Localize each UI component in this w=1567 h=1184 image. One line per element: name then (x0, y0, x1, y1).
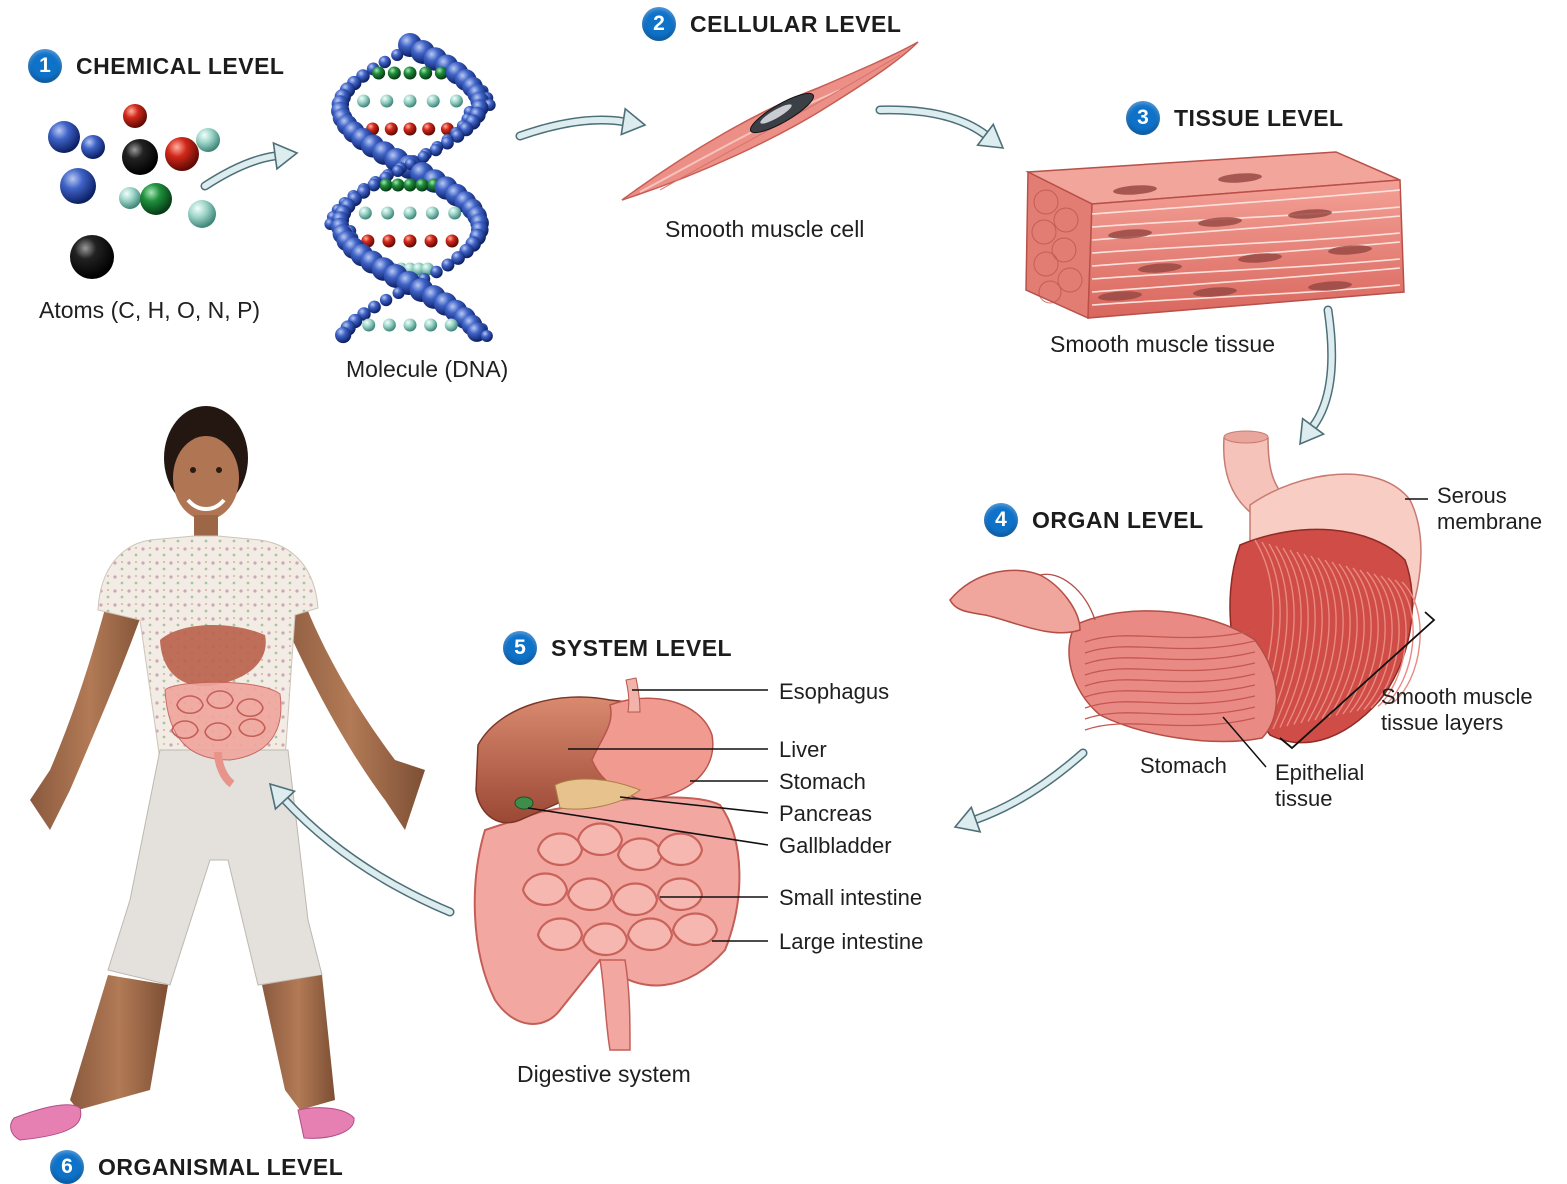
level-number-badge: 5 (503, 631, 537, 665)
gallbladder-label: Gallbladder (779, 833, 892, 859)
esophagus-label: Esophagus (779, 679, 889, 705)
level-5-heading: 5 SYSTEM LEVEL (503, 631, 732, 665)
dna-molecule-illustration (324, 33, 495, 343)
serous-membrane-label: Serous membrane (1437, 483, 1565, 535)
level-number-badge: 3 (1126, 101, 1160, 135)
level-6-heading: 6 ORGANISMAL LEVEL (50, 1150, 343, 1184)
atoms-caption: Atoms (C, H, O, N, P) (39, 297, 260, 324)
level-title: ORGAN LEVEL (1032, 507, 1204, 534)
level-2-heading: 2 CELLULAR LEVEL (642, 7, 901, 41)
girl-organism-illustration (11, 406, 425, 1140)
level-1-heading: 1 CHEMICAL LEVEL (28, 49, 284, 83)
level-title: SYSTEM LEVEL (551, 635, 732, 662)
molecule-caption: Molecule (DNA) (346, 356, 508, 383)
level-title: CHEMICAL LEVEL (76, 53, 284, 80)
pancreas-label: Pancreas (779, 801, 872, 827)
level-3-heading: 3 TISSUE LEVEL (1126, 101, 1344, 135)
cell-caption: Smooth muscle cell (665, 216, 864, 243)
stomach-label: Stomach (779, 769, 866, 795)
level-title: TISSUE LEVEL (1174, 105, 1344, 132)
smooth-muscle-layers-label: Smooth muscle tissue layers (1381, 684, 1561, 736)
smooth-muscle-tissue-illustration (1026, 152, 1404, 318)
epithelial-tissue-label: Epithelial tissue (1275, 760, 1385, 812)
stomach-organ-illustration (950, 431, 1434, 767)
level-title: CELLULAR LEVEL (690, 11, 901, 38)
tissue-caption: Smooth muscle tissue (1050, 331, 1275, 358)
smooth-muscle-cell-illustration (622, 42, 918, 200)
level-title: ORGANISMAL LEVEL (98, 1154, 343, 1181)
atoms-illustration (48, 104, 220, 279)
liver-label: Liver (779, 737, 827, 763)
digestive-system-illustration (475, 678, 768, 1050)
level-4-heading: 4 ORGAN LEVEL (984, 503, 1204, 537)
level-number-badge: 4 (984, 503, 1018, 537)
level-number-badge: 2 (642, 7, 676, 41)
stomach-organ-label: Stomach (1140, 753, 1227, 779)
level-number-badge: 6 (50, 1150, 84, 1184)
small-intestine-label: Small intestine (779, 885, 922, 911)
system-caption: Digestive system (517, 1061, 691, 1088)
large-intestine-label: Large intestine (779, 929, 923, 955)
level-number-badge: 1 (28, 49, 62, 83)
